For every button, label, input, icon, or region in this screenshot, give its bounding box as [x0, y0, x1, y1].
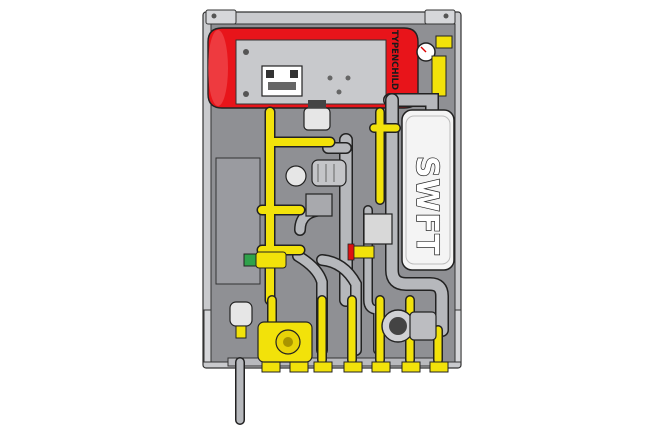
- valve-icon: [285, 100, 393, 261]
- control-block: [261, 65, 303, 97]
- isolation-valves: [261, 361, 449, 373]
- filter-icon: [229, 301, 253, 339]
- manifold-icon: [257, 321, 313, 363]
- vessel-brand-label: TYPENCHILD: [389, 30, 399, 90]
- expansion-vessel-icon: TYPENCHILD: [207, 27, 419, 109]
- pump-icon: [381, 309, 437, 343]
- green-valve-icon: [243, 251, 287, 269]
- heat-exchanger-cover: SWFT: [401, 109, 455, 271]
- hiu-brand-label: SWFT: [409, 156, 444, 256]
